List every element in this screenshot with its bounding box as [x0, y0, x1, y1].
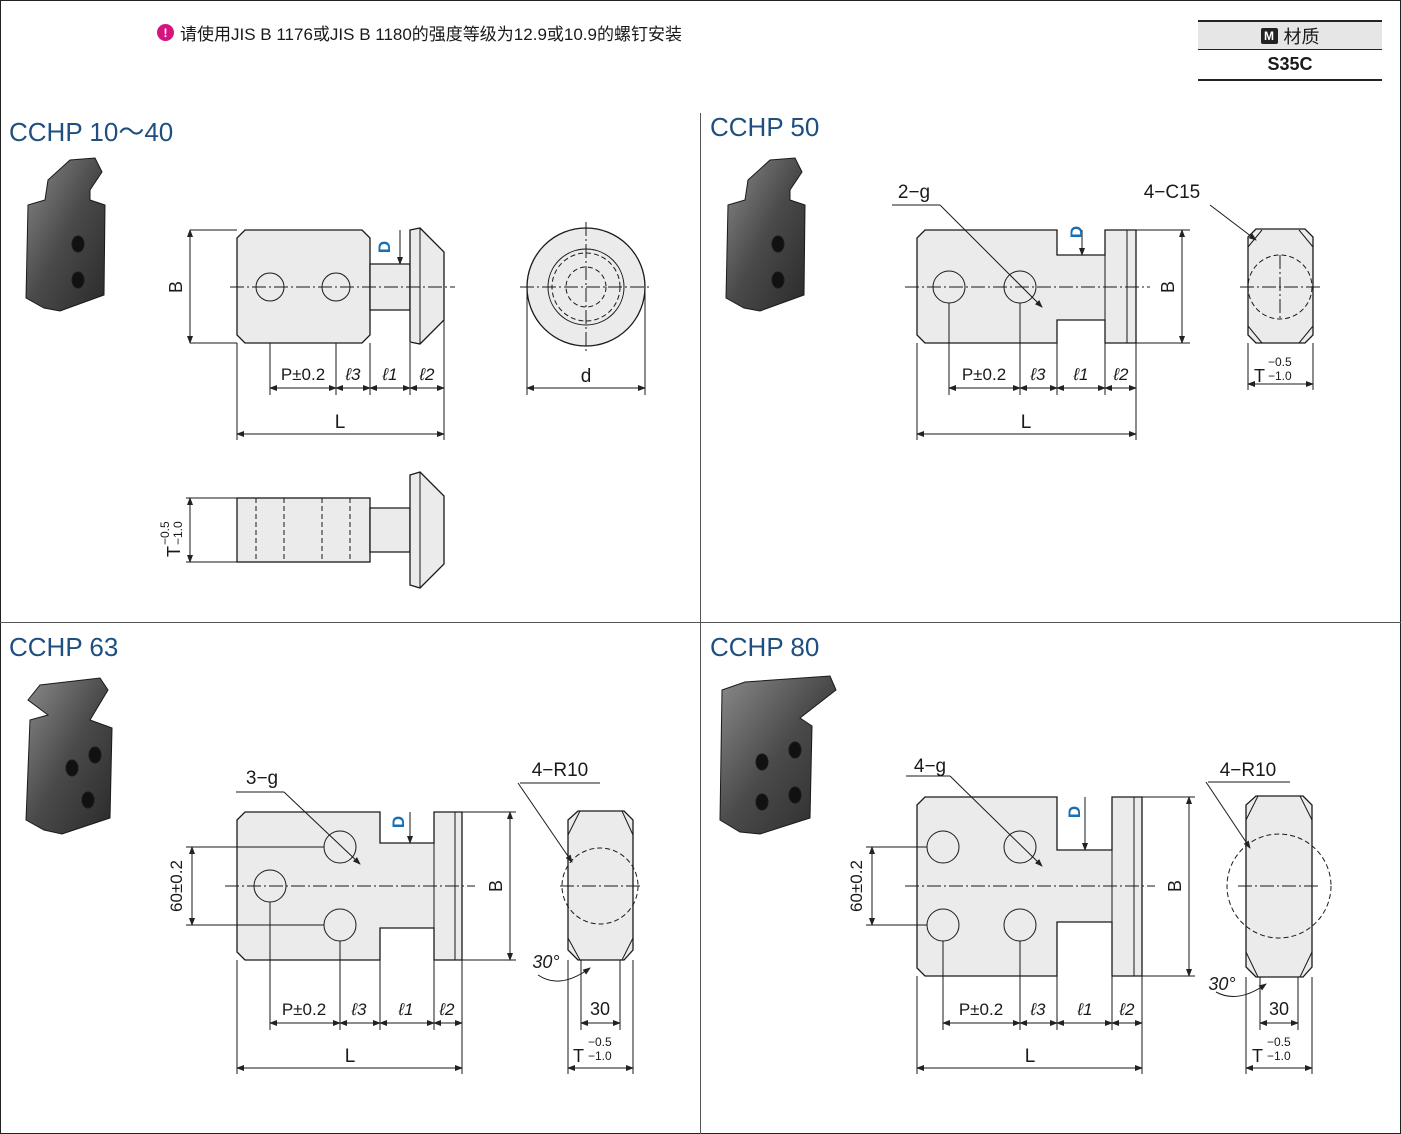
label-l3: ℓ3: [345, 365, 361, 384]
notice-text: 请使用JIS B 1176或JIS B 1180的强度等级为12.9或10.9的…: [180, 25, 682, 44]
label-60-63: 60±0.2: [167, 860, 186, 912]
label-d-80: D: [1065, 806, 1084, 818]
drawing-cchp-10-40: B P±0.2 ℓ3 ℓ1 ℓ2 L D d: [158, 222, 652, 589]
label-d-63: D: [389, 816, 408, 828]
label-l-50: L: [1021, 412, 1032, 433]
label-l1-63: ℓ1: [398, 1000, 414, 1019]
label-b: B: [166, 281, 186, 293]
label-b-50: B: [1158, 281, 1178, 293]
label-2-g: 2−g: [898, 182, 930, 203]
label-d: d: [581, 366, 592, 387]
label-l2-50: ℓ2: [1113, 365, 1129, 384]
label-t-upper-80: −0.5: [1267, 1035, 1291, 1049]
product-photo-cchp-10-40: [25, 157, 106, 312]
label-l-63: L: [345, 1046, 356, 1067]
label-l: L: [335, 412, 346, 433]
label-b-80: B: [1165, 880, 1185, 892]
material-table: M 材质 S35C: [1198, 20, 1382, 81]
label-p-63: P±0.2: [282, 1000, 326, 1019]
label-4-g: 4−g: [914, 756, 946, 777]
product-photo-cchp-50: [725, 157, 806, 312]
label-3-g: 3−g: [246, 768, 278, 789]
label-t: T: [164, 546, 184, 557]
label-30-80: 30: [1269, 999, 1289, 1019]
label-t-lower: −1.0: [171, 521, 185, 545]
product-photo-cchp-63: [25, 677, 113, 835]
label-l3-63: ℓ3: [351, 1000, 367, 1019]
label-t-upper: −0.5: [158, 521, 172, 545]
material-icon: M: [1260, 27, 1278, 44]
material-header: M 材质: [1198, 22, 1382, 50]
label-p-50: P±0.2: [962, 365, 1006, 384]
label-p: P±0.2: [281, 365, 325, 384]
drawing-cchp-63: 3−g 60±0.2 B P±0.2 ℓ3 ℓ1 ℓ2 L D 4−R10: [167, 760, 640, 1074]
label-t-lower-80: −1.0: [1267, 1049, 1291, 1063]
label-t-upper-50: −0.5: [1268, 355, 1292, 369]
drawing-cchp-50: 2−g B P±0.2 ℓ3 ℓ1 ℓ2 L D 4−C15 T: [892, 182, 1320, 440]
label-l-80: L: [1025, 1046, 1036, 1067]
label-t-lower-63: −1.0: [588, 1049, 612, 1063]
label-l2: ℓ2: [419, 365, 435, 384]
material-header-label: 材质: [1283, 26, 1320, 47]
label-t-80: T: [1252, 1046, 1263, 1066]
alert-icon: !: [157, 24, 174, 41]
label-d-50: D: [1067, 226, 1086, 238]
label-b-63: B: [486, 880, 506, 892]
panel-divider-horizontal: [0, 622, 1401, 623]
label-t-lower-50: −1.0: [1268, 369, 1292, 383]
material-value: S35C: [1267, 54, 1313, 74]
panel-divider-vertical: [700, 113, 701, 1134]
label-t-50: T: [1254, 366, 1265, 386]
drawing-cchp-80: 4−g 60±0.2 B P±0.2 ℓ3 ℓ1 ℓ2 L D 4−R10: [847, 756, 1332, 1074]
panel-title-cchp-63: CCHP 63: [9, 632, 119, 662]
label-l2-80: ℓ2: [1119, 1000, 1135, 1019]
label-l3-80: ℓ3: [1030, 1000, 1046, 1019]
label-l3-50: ℓ3: [1030, 365, 1046, 384]
label-30deg-80: 30°: [1208, 974, 1235, 994]
label-l1-80: ℓ1: [1077, 1000, 1093, 1019]
label-60-80: 60±0.2: [847, 860, 866, 912]
label-t-63: T: [573, 1046, 584, 1066]
label-l2-63: ℓ2: [439, 1000, 455, 1019]
label-p-80: P±0.2: [959, 1000, 1003, 1019]
installation-notice: ! 请使用JIS B 1176或JIS B 1180的强度等级为12.9或10.…: [157, 20, 682, 45]
label-d-upper: D: [375, 241, 394, 253]
label-t-upper-63: −0.5: [588, 1035, 612, 1049]
panel-title-cchp-50: CCHP 50: [710, 112, 820, 142]
label-l1-50: ℓ1: [1073, 365, 1089, 384]
label-4-r10-80: 4−R10: [1220, 760, 1277, 781]
label-30deg-63: 30°: [532, 952, 559, 972]
label-30-63: 30: [590, 999, 610, 1019]
panel-title-cchp-10-40: CCHP 10～40: [9, 117, 174, 147]
label-l1: ℓ1: [382, 365, 398, 384]
label-4-c15: 4−C15: [1144, 182, 1201, 203]
product-photo-cchp-80: [719, 675, 837, 835]
panel-title-cchp-80: CCHP 80: [710, 632, 820, 662]
label-4-r10-63: 4−R10: [532, 760, 589, 781]
